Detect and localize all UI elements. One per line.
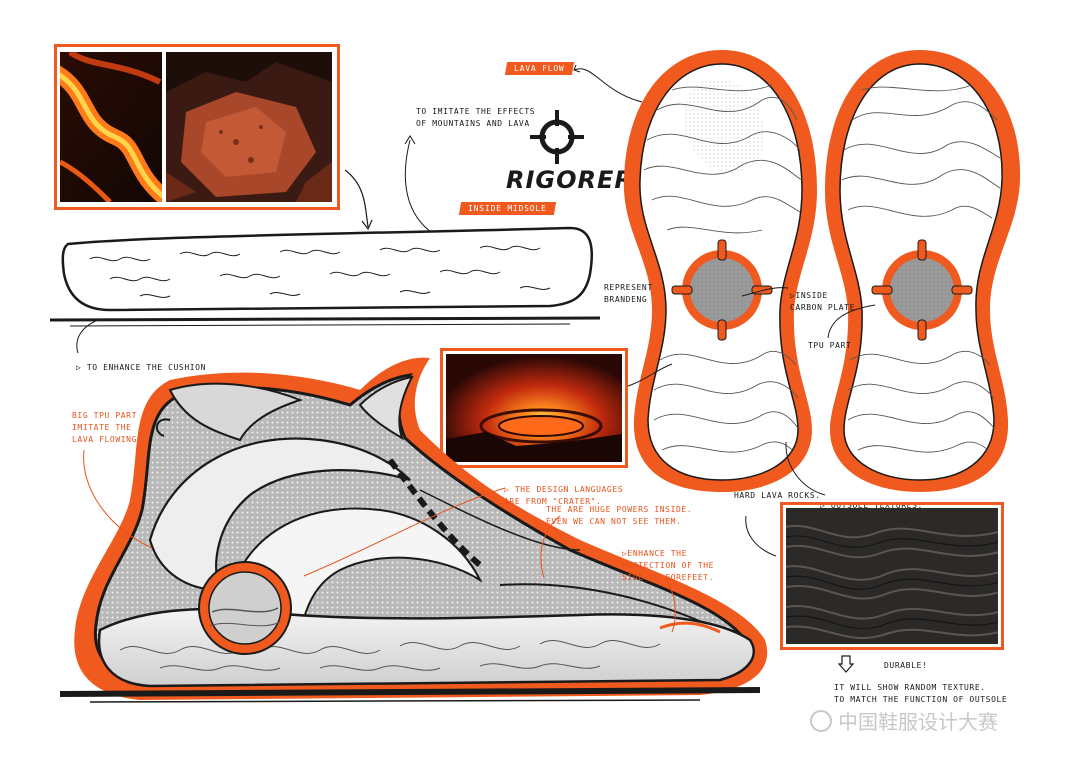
arrow-cushion xyxy=(76,318,101,354)
arrow-big-tpu xyxy=(83,449,153,549)
random-texture-note: IT WILL SHOW RANDOM TEXTURE. TO MATCH TH… xyxy=(834,683,1008,704)
lava-rock-photo xyxy=(786,508,998,644)
outsole-sketches xyxy=(623,50,1021,492)
arrow-outsole-textures xyxy=(785,441,826,496)
arrow-imitate xyxy=(404,135,436,236)
inside-carbon-plate-note: ▷INSIDE CARBON PLATE xyxy=(790,291,855,312)
hard-lava-rocks-note: HARD LAVA ROCKS. xyxy=(734,491,821,500)
down-arrow-icon xyxy=(838,655,854,673)
watermark-text: 中国鞋服设计大赛 xyxy=(838,710,998,734)
tpu-part-note: TPU PART xyxy=(808,341,852,350)
huge-powers-note: THE ARE HUGE POWERS INSIDE. EVEN WE CAN … xyxy=(546,505,693,526)
red-rock-photo xyxy=(166,52,332,202)
midsole-sketch xyxy=(50,226,600,327)
crater-image xyxy=(446,354,622,462)
design-languages-note: ▷ THE DESIGN LANGUAGES ARE FROM "CRATER"… xyxy=(504,485,624,506)
represent-brand-note: REPRESENT BRANDENG xyxy=(604,283,653,304)
enhance-protection-note: ▷ENHANCE THE PROTECTION OF THE SIDE ON F… xyxy=(622,549,715,582)
big-tpu-part-note: BIG TPU PART IMITATE THE LAVA FLOWING xyxy=(72,411,137,444)
arrow-huge-powers xyxy=(540,515,561,579)
arrow-crater xyxy=(627,363,673,387)
watermark: 中国鞋服设计大赛 xyxy=(810,706,998,735)
lava-flow-image xyxy=(60,52,162,202)
crosshair-logo-icon xyxy=(530,110,584,164)
arrow-to-midsole xyxy=(344,169,373,231)
outsole-textures-note: ▷ OUTSOLE TEXTURES. xyxy=(820,501,923,510)
lava-rock-photo-frame xyxy=(780,502,1004,650)
arrow-enhance-protection xyxy=(665,577,676,633)
lava-flow-label: LAVA FLOW xyxy=(504,62,574,75)
arrow-carbon-plate xyxy=(741,287,789,297)
lava-flow-photo xyxy=(60,52,162,202)
enhance-cushion-note: ▷ TO ENHANCE THE CUSHION xyxy=(76,363,207,372)
brand-name: RIGORER xyxy=(506,166,634,194)
circle-arrow-icon: ▷ xyxy=(820,501,831,510)
arrow-tpu-part xyxy=(827,304,876,339)
crater-photo-frame xyxy=(440,348,628,468)
lava-rock-image xyxy=(786,508,998,644)
circle-arrow-icon: ▷ xyxy=(76,363,87,372)
outsole-left xyxy=(623,50,817,492)
circle-arrow-icon: ▷ xyxy=(622,549,628,558)
circle-arrow-icon: ▷ xyxy=(504,485,515,494)
durable-note: DURABLE! xyxy=(884,661,928,670)
arrow-lava-flow xyxy=(573,64,643,103)
arrow-design-languages xyxy=(303,487,506,577)
arrow-lava-rocks xyxy=(745,515,777,557)
circle-arrow-icon: ▷ xyxy=(790,291,796,300)
imitate-effects-note: TO IMITATE THE EFFECTS OF MOUNTAINS AND … xyxy=(416,107,536,128)
red-rock-image xyxy=(166,52,332,202)
lava-photos-frame xyxy=(54,44,340,210)
outsole-right xyxy=(825,50,1021,492)
crater-photo xyxy=(446,354,622,462)
wechat-icon xyxy=(810,709,832,732)
shoe-side-sketch xyxy=(60,357,768,703)
